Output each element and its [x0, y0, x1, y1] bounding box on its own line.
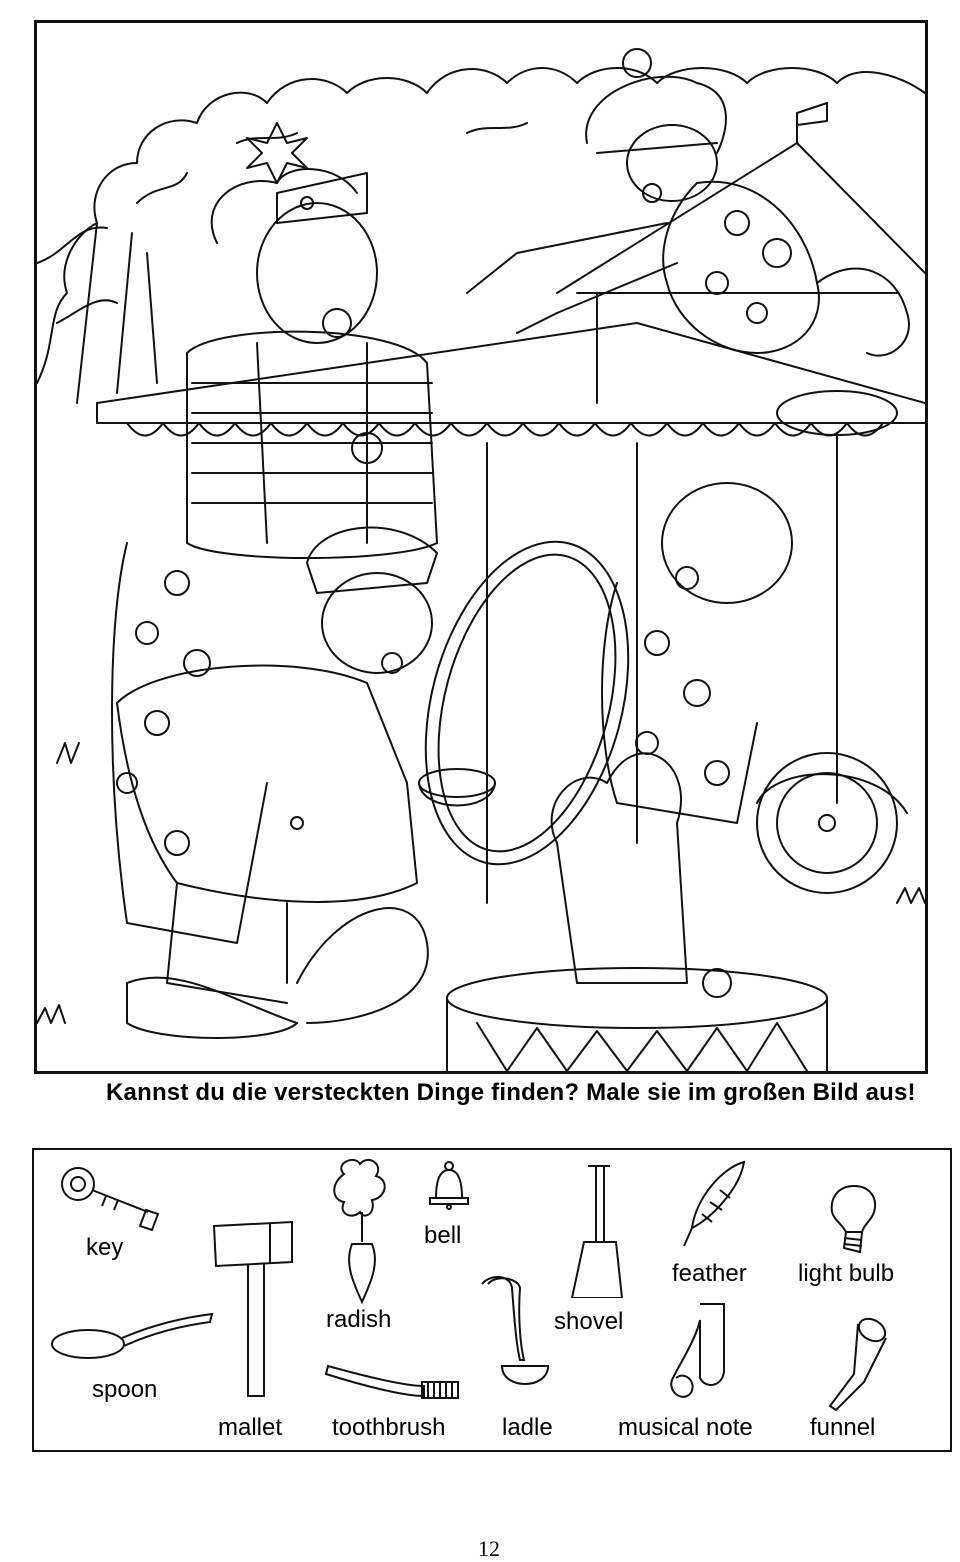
mallet-label: mallet: [218, 1414, 283, 1441]
hoop: [424, 540, 630, 866]
bell-icon: [429, 1161, 469, 1210]
feather-label: feather: [672, 1260, 747, 1287]
musical-note-label: musical note: [618, 1414, 753, 1441]
instruction-heading: Kannst du die versteckten Dinge finden? …: [106, 1079, 916, 1106]
shovel-icon: [570, 1165, 624, 1298]
toothbrush-icon: [324, 1364, 459, 1399]
musical-note-icon: [670, 1303, 725, 1398]
circus-scene-illustration: [34, 20, 928, 1074]
bell-label: bell: [424, 1222, 462, 1249]
feather-icon: [683, 1160, 746, 1247]
ladle-label: ladle: [502, 1414, 553, 1441]
hidden-items-panel: key spoon mallet radish toothbrush bell …: [32, 1148, 952, 1452]
key-label: key: [86, 1234, 124, 1261]
ladle-icon: [481, 1276, 550, 1385]
unicycle-wheel: [756, 752, 898, 894]
toothbrush-label: toothbrush: [332, 1414, 446, 1441]
shovel-label: shovel: [554, 1308, 624, 1335]
mallet-icon: [212, 1220, 293, 1397]
funnel-icon: [828, 1317, 887, 1412]
light-bulb-icon: [830, 1184, 876, 1254]
circus-tent: [556, 102, 925, 404]
funnel-label: funnel: [810, 1414, 876, 1441]
pedestal: [446, 967, 828, 1029]
spoon-icon: [51, 1312, 214, 1359]
radish-icon: [333, 1158, 386, 1304]
spoon-label: spoon: [92, 1376, 158, 1403]
key-icon: [61, 1167, 160, 1232]
radish-label: radish: [326, 1306, 392, 1333]
page-number: 12: [478, 1536, 500, 1561]
light-bulb-label: light bulb: [798, 1260, 895, 1287]
tree-line: [37, 67, 925, 384]
